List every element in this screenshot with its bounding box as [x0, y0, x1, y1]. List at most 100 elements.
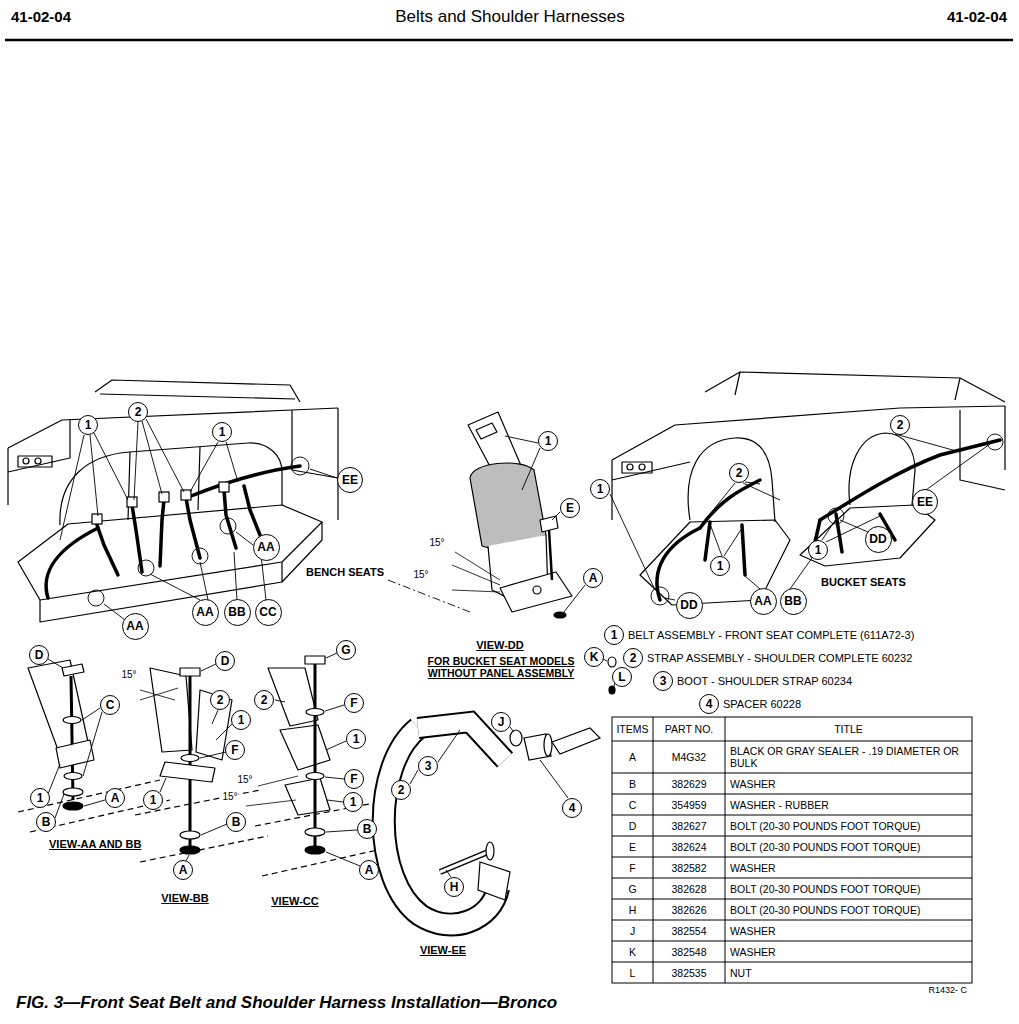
- retractor-assembly: [533, 586, 541, 594]
- callout-circle: EE: [912, 489, 938, 515]
- buckle: [159, 492, 169, 502]
- callout-circle: 1: [78, 415, 98, 435]
- seat-belt-strap: [186, 466, 300, 498]
- page-title: Belts and Shoulder Harnesses: [394, 7, 626, 27]
- leader-line: [987, 434, 1003, 450]
- view-label: BUCKET SEATS: [820, 576, 907, 589]
- bench-seat-cab: [8, 408, 338, 448]
- callout-circle: B: [36, 812, 56, 832]
- table-cell: WASHER: [729, 945, 969, 957]
- callout-letter: C: [106, 699, 115, 711]
- legend-text: SPACER 60228: [722, 698, 802, 711]
- callout-letter: 1: [219, 426, 226, 438]
- bucket-seat-cab: [800, 505, 935, 566]
- anchor-view-aa-bb: [18, 660, 170, 832]
- seat-belt-strap: [820, 440, 1000, 520]
- callout-circle: 2: [729, 463, 749, 483]
- anchor-view-bb: [160, 762, 215, 782]
- callout-circle: AA: [750, 588, 777, 615]
- callout-letter: 1: [597, 483, 604, 495]
- view-label: VIEW-CC: [270, 895, 319, 908]
- leader-line: [840, 520, 868, 532]
- view-label: VIEW-BB: [160, 892, 209, 905]
- leader-line: [564, 585, 585, 612]
- callout-letter: 1: [815, 544, 822, 556]
- table-cell: 382535: [670, 966, 707, 978]
- anchor-view-bb: [135, 790, 268, 862]
- bench-seat-cab: [8, 420, 70, 505]
- leader-line: [48, 659, 105, 818]
- callout-circle: D: [29, 645, 49, 665]
- anchor-view-aa-bb: [63, 788, 83, 796]
- table-cell: 382629: [670, 777, 707, 789]
- callout-letter: 3: [425, 760, 432, 772]
- leader-line: [510, 659, 619, 798]
- retractor-assembly: [500, 572, 572, 612]
- callout-circle: 1: [710, 556, 730, 576]
- callout-letter: 4: [569, 802, 576, 814]
- bench-seat-cab: [23, 458, 29, 464]
- callout-letter: L: [618, 671, 625, 683]
- leader-line: [310, 469, 337, 478]
- table-cell: 382626: [670, 903, 707, 915]
- callout-letter: 1: [37, 792, 44, 804]
- callout-letter: A: [179, 864, 188, 876]
- callout-letter: H: [450, 881, 459, 893]
- callout-letter: B: [232, 816, 241, 828]
- table-cell: PART NO.: [664, 723, 714, 735]
- table-cell: 354959: [670, 798, 707, 810]
- leader-line: [160, 664, 232, 861]
- bench-seat-cab: [100, 394, 295, 399]
- callout-circle: 1: [212, 422, 232, 442]
- leader-line: [410, 730, 460, 877]
- table-cell: WASHER: [729, 924, 969, 936]
- washer-spacer: [524, 734, 551, 760]
- anchor-view-cc: [285, 778, 330, 815]
- leader-line: [275, 653, 360, 866]
- leader-line: [610, 434, 1003, 605]
- callout-letter: 1: [545, 435, 552, 447]
- callout-letter: D: [35, 649, 44, 661]
- bucket-seat-cab: [639, 464, 645, 470]
- callout-circle: G: [336, 640, 356, 660]
- seat-belt-strap: [836, 514, 842, 552]
- callout-letter: K: [590, 651, 599, 663]
- table-cell: F: [628, 861, 636, 873]
- table-cell: G: [627, 882, 637, 894]
- callout-circle: 1: [808, 540, 828, 560]
- callout-circle: BB: [780, 588, 807, 615]
- callout-circle: 3: [653, 671, 673, 691]
- header-rule: [5, 39, 1013, 42]
- bucket-seat-cab: [612, 460, 690, 520]
- table-cell: 382628: [670, 882, 707, 894]
- callout-circle: 1: [343, 792, 363, 812]
- table-cell: 382627: [670, 819, 707, 831]
- leader-line: [388, 580, 470, 612]
- seat-belt-strap: [46, 466, 300, 598]
- anchor-view-aa-bb: [56, 740, 94, 768]
- table-cell: 382624: [670, 840, 707, 852]
- callout-circle: 1: [30, 788, 50, 808]
- table-cell: B: [628, 777, 637, 789]
- callout-letter: G: [341, 644, 350, 656]
- view-label: VIEW-DD: [475, 639, 524, 652]
- leader-line: [60, 419, 470, 620]
- leader-line: [160, 664, 232, 861]
- table-cell: NUT: [729, 966, 969, 978]
- callout-circle: EE: [337, 467, 363, 493]
- callout-letter: F: [350, 697, 357, 709]
- callout-circle: F: [344, 769, 364, 789]
- leader-line: [552, 512, 560, 520]
- anchor-view-cc: [246, 776, 298, 806]
- page-number: 41-02-04: [10, 8, 72, 25]
- callout-circle: DD: [676, 592, 703, 619]
- callout-letter: D: [221, 655, 230, 667]
- page-number: 41-02-04: [946, 8, 1008, 25]
- shoulder-strap-loop: [384, 722, 505, 924]
- anchor-view-bb: [135, 668, 268, 862]
- leader-line: [134, 419, 184, 500]
- callout-letter: A: [589, 572, 598, 584]
- callout-circle: F: [344, 693, 364, 713]
- view-label: VIEW-EE: [419, 944, 467, 957]
